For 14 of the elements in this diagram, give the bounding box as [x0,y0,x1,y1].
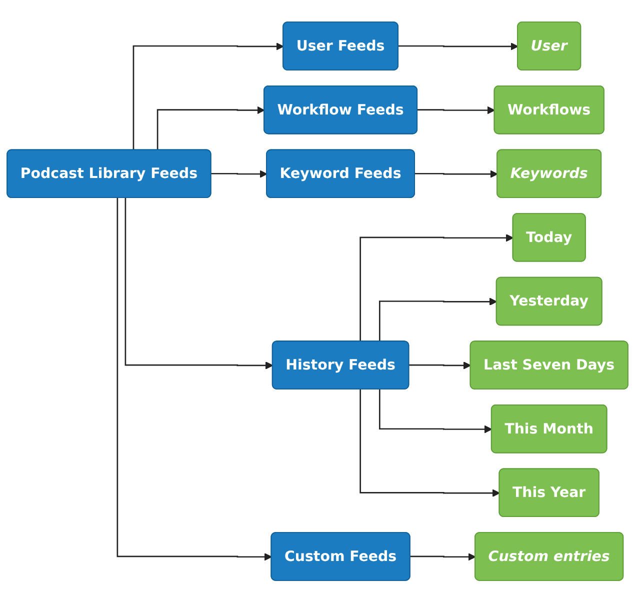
arrow [132,42,284,150]
arrow [360,234,514,342]
arrow [124,198,274,370]
arrow [416,106,496,114]
arrow [210,170,268,178]
arrow [116,198,272,561]
arrow [378,389,492,433]
arrow [408,361,472,370]
arrow [414,170,498,178]
arrow [156,106,265,150]
arrow [398,42,518,50]
arrow [378,298,498,342]
arrow [360,389,500,497]
arrow [410,552,476,560]
